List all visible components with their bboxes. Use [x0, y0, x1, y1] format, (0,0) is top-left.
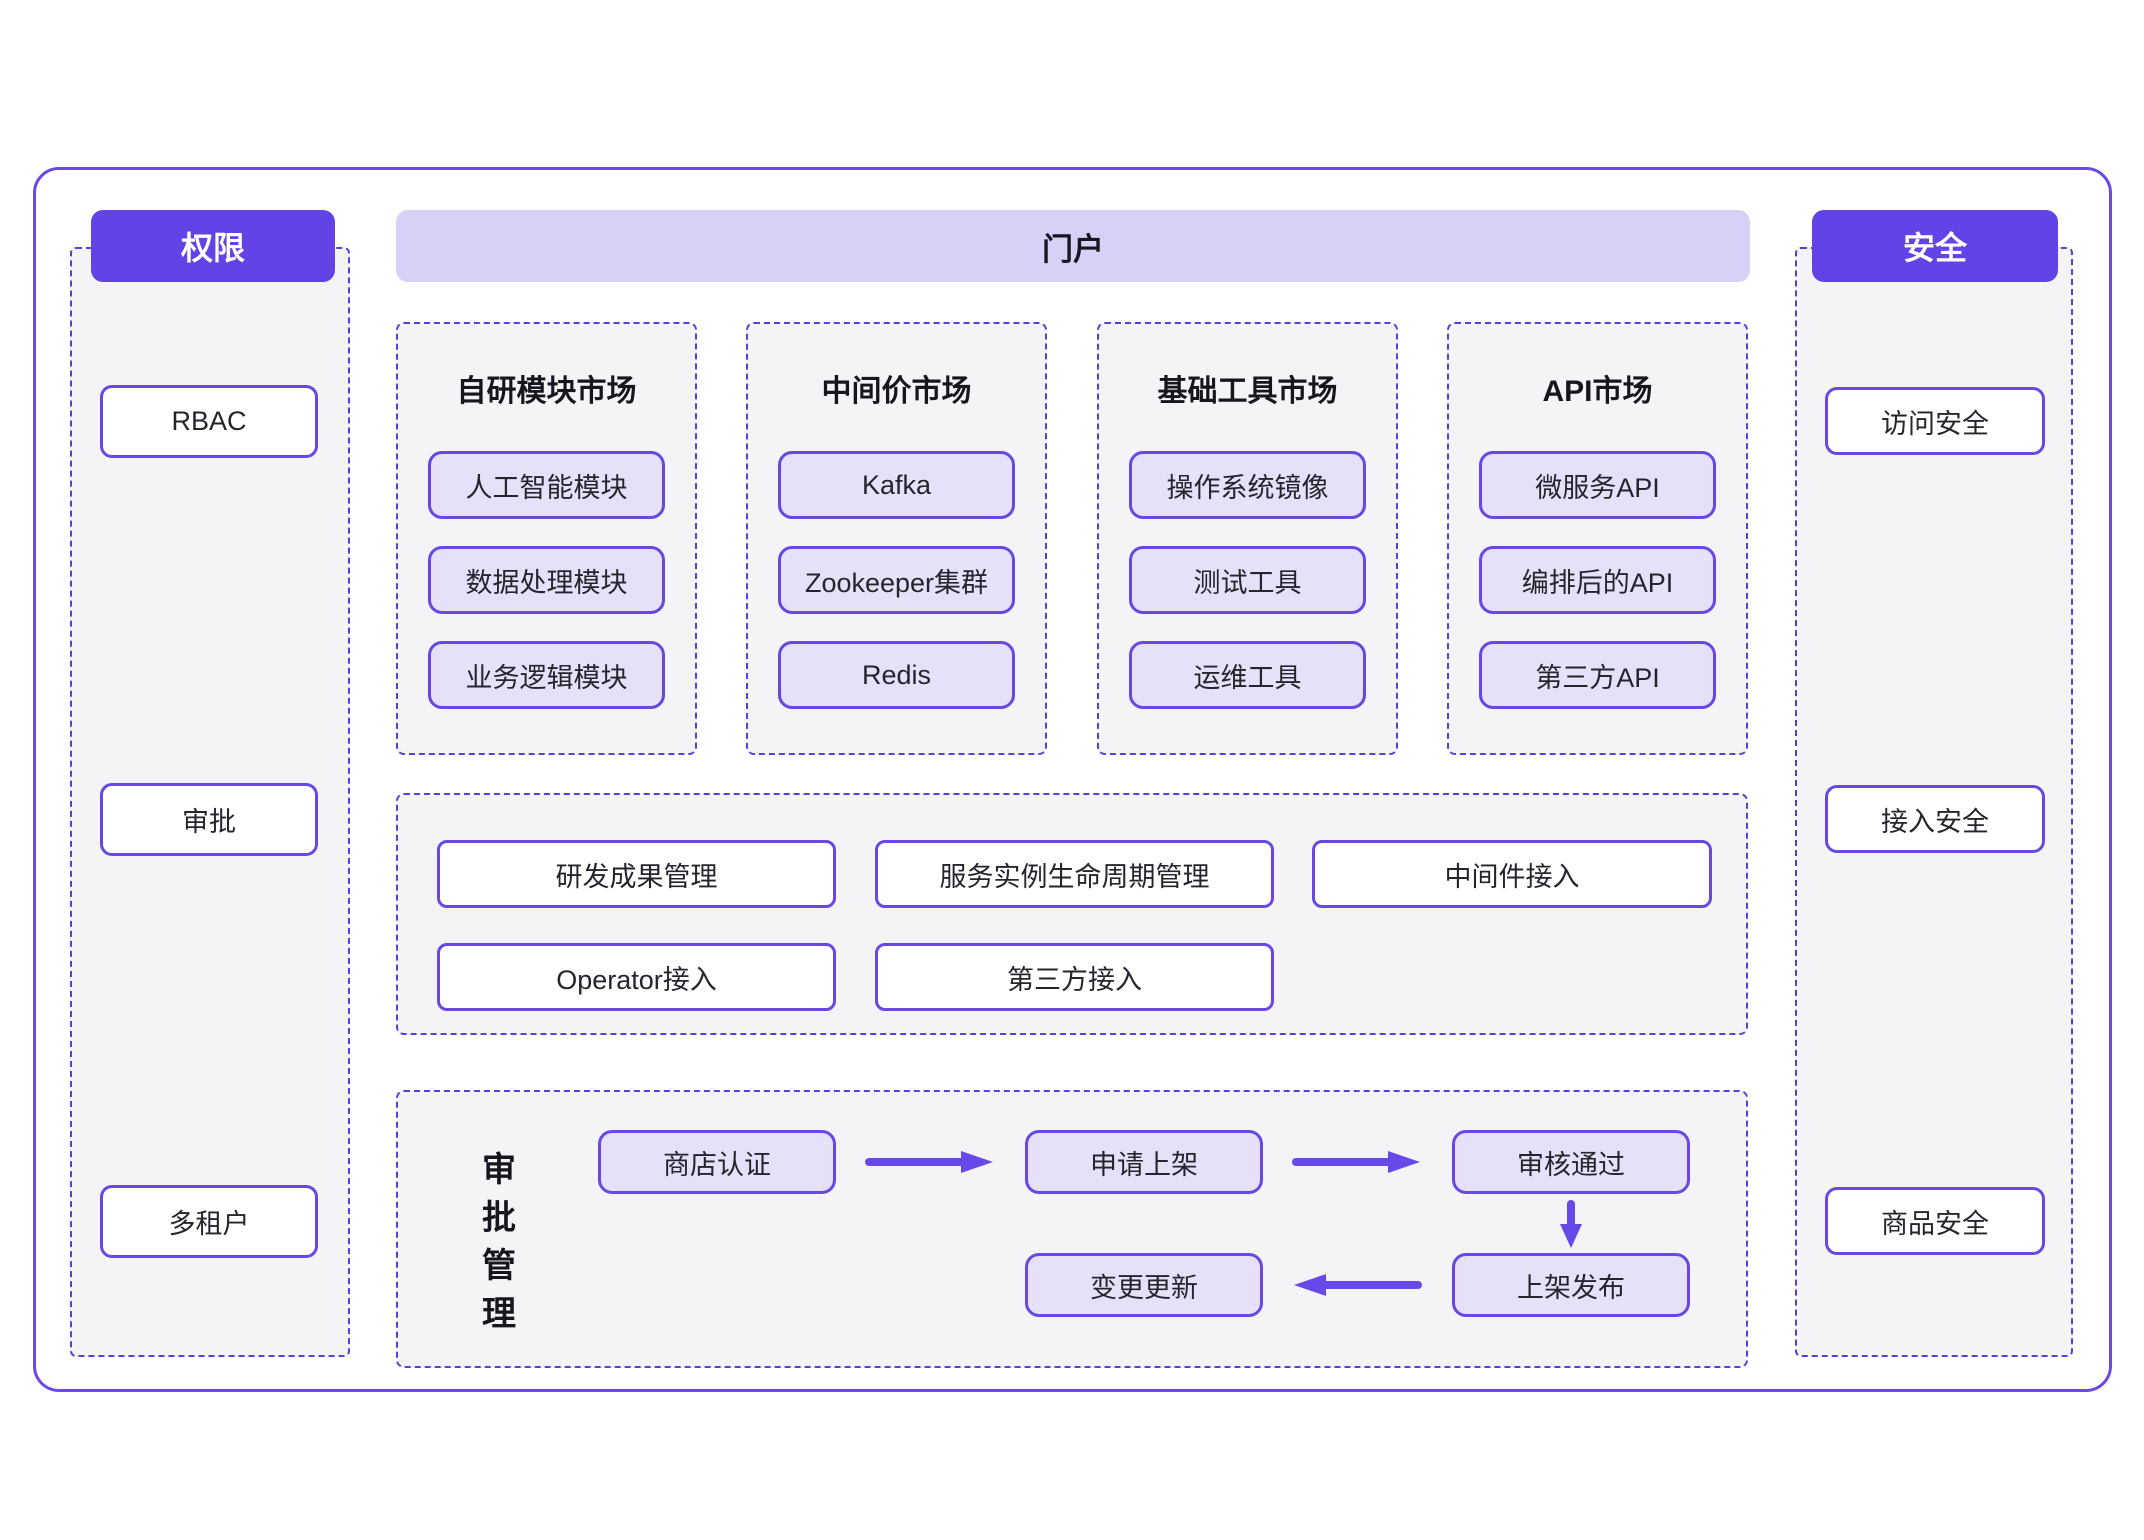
- node-redis: Redis: [778, 641, 1015, 709]
- market-basic-tools: 基础工具市场 操作系统镜像 测试工具 运维工具: [1097, 322, 1398, 755]
- permissions-header: 权限: [91, 210, 335, 282]
- node-service-instance-lifecycle: 服务实例生命周期管理: [875, 840, 1274, 908]
- approval-label-char: 审: [482, 1151, 516, 1189]
- market-api: API市场 微服务API 编排后的API 第三方API: [1447, 322, 1748, 755]
- node-orchestrated-api: 编排后的API: [1479, 546, 1716, 614]
- node-data-processing-module: 数据处理模块: [428, 546, 665, 614]
- market-title: 基础工具市场: [1157, 375, 1338, 408]
- approval-label-char: 管: [482, 1247, 516, 1285]
- node-integration-security: 接入安全: [1825, 785, 2045, 853]
- market-title: 自研模块市场: [456, 375, 637, 408]
- node-review-passed: 审核通过: [1452, 1130, 1690, 1194]
- approval-management-section: 审 批 管 理 商店认证 申请上架 审核通过 上架发布 变更更新: [396, 1090, 1748, 1368]
- node-business-logic-module: 业务逻辑模块: [428, 641, 665, 709]
- node-third-party-api: 第三方API: [1479, 641, 1716, 709]
- market-middleware: 中间价市场 Kafka Zookeeper集群 Redis: [746, 322, 1047, 755]
- management-section: 研发成果管理 服务实例生命周期管理 中间件接入 Operator接入 第三方接入: [396, 793, 1748, 1035]
- arrow-down-icon: [1558, 1200, 1584, 1250]
- node-middleware-access: 中间件接入: [1312, 840, 1712, 908]
- node-product-security: 商品安全: [1825, 1187, 2045, 1255]
- node-rbac: RBAC: [100, 385, 318, 458]
- market-title: API市场: [1542, 375, 1653, 408]
- node-listing-release: 上架发布: [1452, 1253, 1690, 1317]
- arrow-right-icon: [1292, 1149, 1422, 1175]
- node-multi-tenant: 多租户: [100, 1185, 318, 1258]
- approval-label-char: 批: [482, 1199, 516, 1237]
- node-kafka: Kafka: [778, 451, 1015, 519]
- market-self-developed-modules: 自研模块市场 人工智能模块 数据处理模块 业务逻辑模块: [396, 322, 697, 755]
- node-approval: 审批: [100, 783, 318, 856]
- node-operator-access: Operator接入: [437, 943, 836, 1011]
- node-zookeeper-cluster: Zookeeper集群: [778, 546, 1015, 614]
- node-testing-tools: 测试工具: [1129, 546, 1366, 614]
- node-apply-listing: 申请上架: [1025, 1130, 1263, 1194]
- node-change-update: 变更更新: [1025, 1253, 1263, 1317]
- node-ops-tools: 运维工具: [1129, 641, 1366, 709]
- node-ai-module: 人工智能模块: [428, 451, 665, 519]
- arrow-right-icon: [865, 1149, 995, 1175]
- node-os-image: 操作系统镜像: [1129, 451, 1366, 519]
- arrow-left-icon: [1292, 1272, 1422, 1298]
- node-access-security: 访问安全: [1825, 387, 2045, 455]
- node-third-party-access: 第三方接入: [875, 943, 1274, 1011]
- node-microservice-api: 微服务API: [1479, 451, 1716, 519]
- approval-label-char: 理: [482, 1295, 516, 1333]
- node-store-certification: 商店认证: [598, 1130, 836, 1194]
- approval-management-label: 审 批 管 理: [472, 1146, 526, 1338]
- security-header: 安全: [1812, 210, 2058, 282]
- node-rd-results-management: 研发成果管理: [437, 840, 836, 908]
- market-title: 中间价市场: [821, 375, 972, 408]
- portal-header: 门户: [396, 210, 1750, 282]
